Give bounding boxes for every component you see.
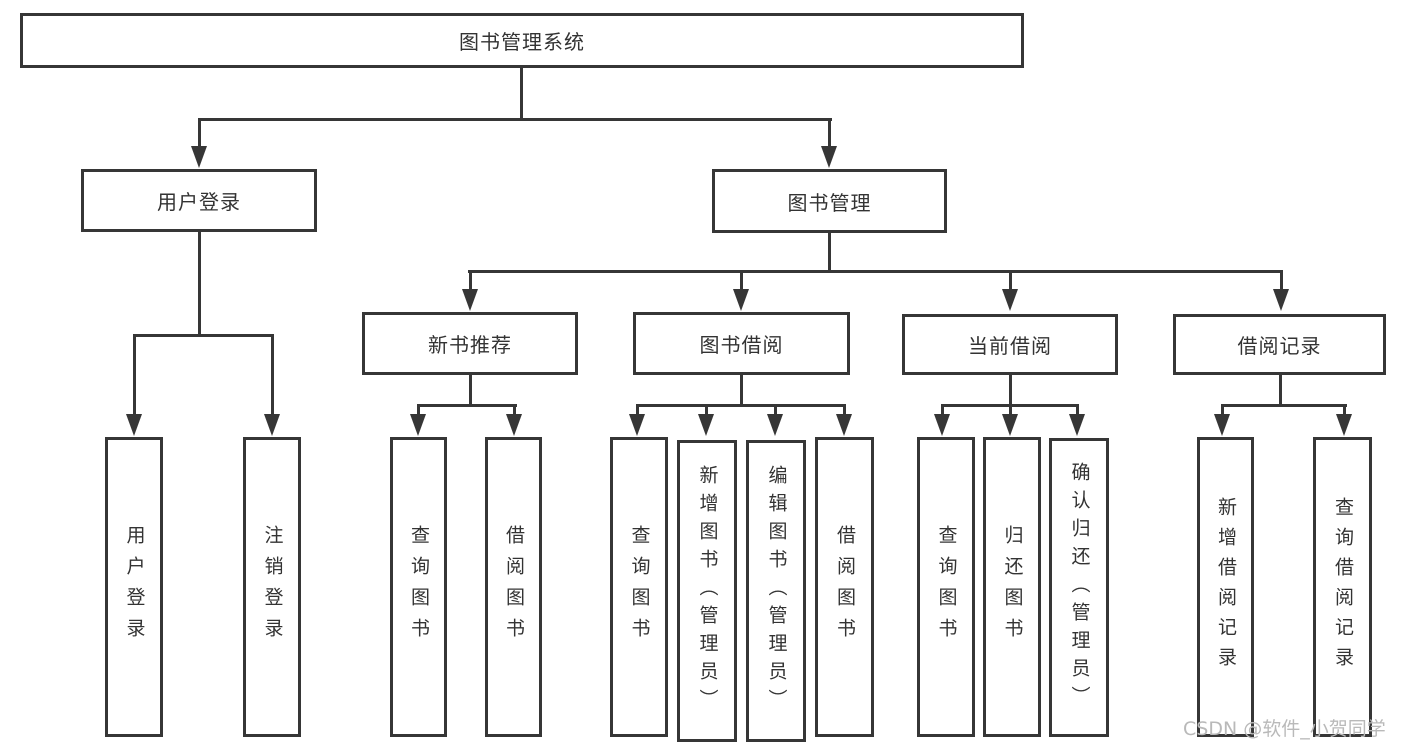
node-br-add-record: 新增借阅记录 — [1197, 437, 1254, 737]
connector-line — [1076, 404, 1079, 418]
connector-line — [1280, 270, 1283, 293]
csdn-watermark: CSDN @软件_小贺同学 — [1183, 718, 1386, 740]
connector-line — [198, 118, 201, 150]
arrow-down-icon — [1336, 414, 1352, 436]
connector-line — [828, 233, 831, 272]
node-cb-return-book: 归还图书 — [983, 437, 1041, 737]
arrow-down-icon — [506, 414, 522, 436]
connector-line — [1009, 404, 1012, 418]
node-book-management: 图书管理 — [712, 169, 947, 233]
connector-line — [1221, 404, 1347, 407]
arrow-down-icon — [410, 414, 426, 436]
arrow-down-icon — [836, 414, 852, 436]
arrow-down-icon — [1002, 289, 1018, 311]
arrow-down-icon — [698, 414, 714, 436]
arrow-down-icon — [934, 414, 950, 436]
connector-line — [941, 404, 944, 418]
node-library-management-system: 图书管理系统 — [20, 13, 1024, 68]
node-logout: 注销登录 — [243, 437, 301, 737]
arrow-down-icon — [264, 414, 280, 436]
connector-line — [828, 118, 831, 150]
node-user-login-leaf: 用户登录 — [105, 437, 163, 737]
arrow-down-icon — [1069, 414, 1085, 436]
node-book-borrow: 图书借阅 — [633, 312, 850, 375]
connector-line — [843, 404, 846, 418]
arrow-down-icon — [126, 414, 142, 436]
node-bb-query-book: 查询图书 — [610, 437, 668, 737]
node-cb-confirm-return-admin: 确认归还（管理员） — [1049, 438, 1109, 737]
connector-line — [1221, 404, 1224, 418]
arrow-down-icon — [629, 414, 645, 436]
connector-line — [417, 404, 517, 407]
node-bb-edit-book-admin: 编辑图书（管理员） — [746, 440, 806, 742]
connector-line — [417, 404, 420, 418]
connector-line — [198, 232, 201, 336]
connector-line — [636, 404, 639, 418]
connector-line — [133, 334, 136, 416]
arrow-down-icon — [1002, 414, 1018, 436]
connector-line — [636, 404, 846, 407]
connector-line — [1279, 375, 1282, 406]
node-user-login: 用户登录 — [81, 169, 317, 232]
node-cb-query-book: 查询图书 — [917, 437, 975, 737]
connector-line — [1009, 270, 1012, 293]
node-current-borrow: 当前借阅 — [902, 314, 1118, 375]
arrow-down-icon — [191, 146, 207, 168]
arrow-down-icon — [821, 146, 837, 168]
node-nbr-borrow-book: 借阅图书 — [485, 437, 542, 737]
arrow-down-icon — [1273, 289, 1289, 311]
connector-line — [1343, 404, 1346, 418]
arrow-down-icon — [733, 289, 749, 311]
connector-line — [740, 375, 743, 406]
connector-line — [468, 270, 1283, 273]
arrow-down-icon — [462, 289, 478, 311]
node-bb-borrow-book: 借阅图书 — [815, 437, 874, 737]
connector-line — [513, 404, 516, 418]
connector-line — [1009, 375, 1012, 406]
connector-line — [469, 270, 472, 293]
connector-line — [740, 270, 743, 293]
connector-line — [705, 404, 708, 418]
connector-line — [469, 375, 472, 406]
node-new-book-recommend: 新书推荐 — [362, 312, 578, 375]
node-bb-add-book-admin: 新增图书（管理员） — [677, 440, 737, 742]
node-nbr-query-book: 查询图书 — [390, 437, 447, 737]
connector-line — [774, 404, 777, 418]
arrow-down-icon — [767, 414, 783, 436]
connector-line — [520, 66, 523, 120]
node-br-query-record: 查询借阅记录 — [1313, 437, 1372, 737]
node-borrow-record: 借阅记录 — [1173, 314, 1386, 375]
connector-line — [271, 334, 274, 416]
arrow-down-icon — [1214, 414, 1230, 436]
connector-line — [198, 118, 832, 121]
connector-line — [133, 334, 274, 337]
